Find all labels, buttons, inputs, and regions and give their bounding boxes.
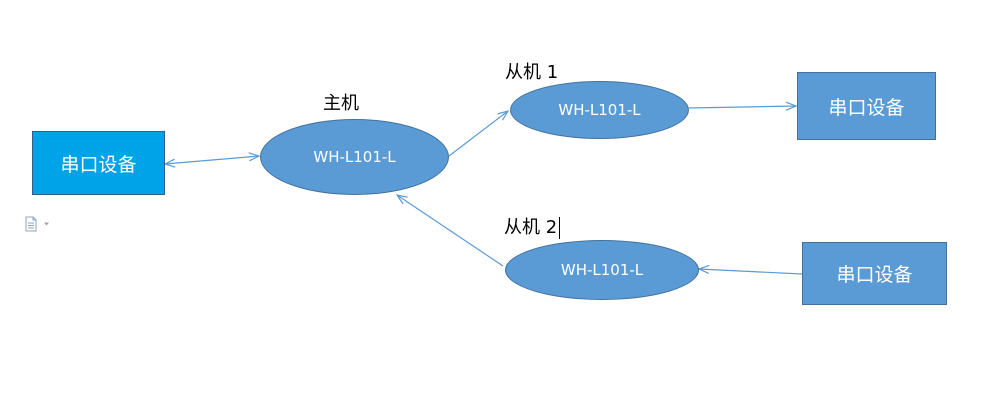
document-icon[interactable] [24, 216, 52, 232]
serial-device-left-label: 串口设备 [60, 153, 137, 176]
serial-device-right-top: 串口设备 [797, 72, 936, 140]
slave2-label-text: 从机 2 [504, 217, 558, 238]
connector-serial-left-to-master [165, 156, 259, 164]
slave2-node-label: WH-L101-L [560, 261, 644, 279]
master-node-label: WH-L101-L [313, 148, 396, 166]
serial-device-right-bottom-label: 串口设备 [836, 264, 913, 286]
master-node: WH-L101-L [260, 119, 449, 195]
slave2-node: WH-L101-L [505, 240, 699, 300]
master-label: 主机 [323, 93, 359, 114]
connector-slave1-to-serial-right-top [688, 106, 796, 108]
slave1-node: WH-L101-L [510, 81, 689, 139]
serial-device-right-top-label: 串口设备 [828, 96, 905, 119]
slave1-node-label: WH-L101-L [558, 101, 641, 119]
slave2-label: 从机 2 [504, 213, 561, 239]
connector-serial-right-bottom-to-slave2 [699, 269, 803, 275]
slave1-label: 从机 1 [505, 62, 559, 83]
connector-master-to-slave1 [448, 111, 508, 157]
connector-slave2-to-master [397, 195, 504, 267]
serial-device-right-bottom: 串口设备 [802, 242, 947, 305]
serial-device-left: 串口设备 [32, 131, 165, 195]
text-caret [559, 217, 561, 239]
